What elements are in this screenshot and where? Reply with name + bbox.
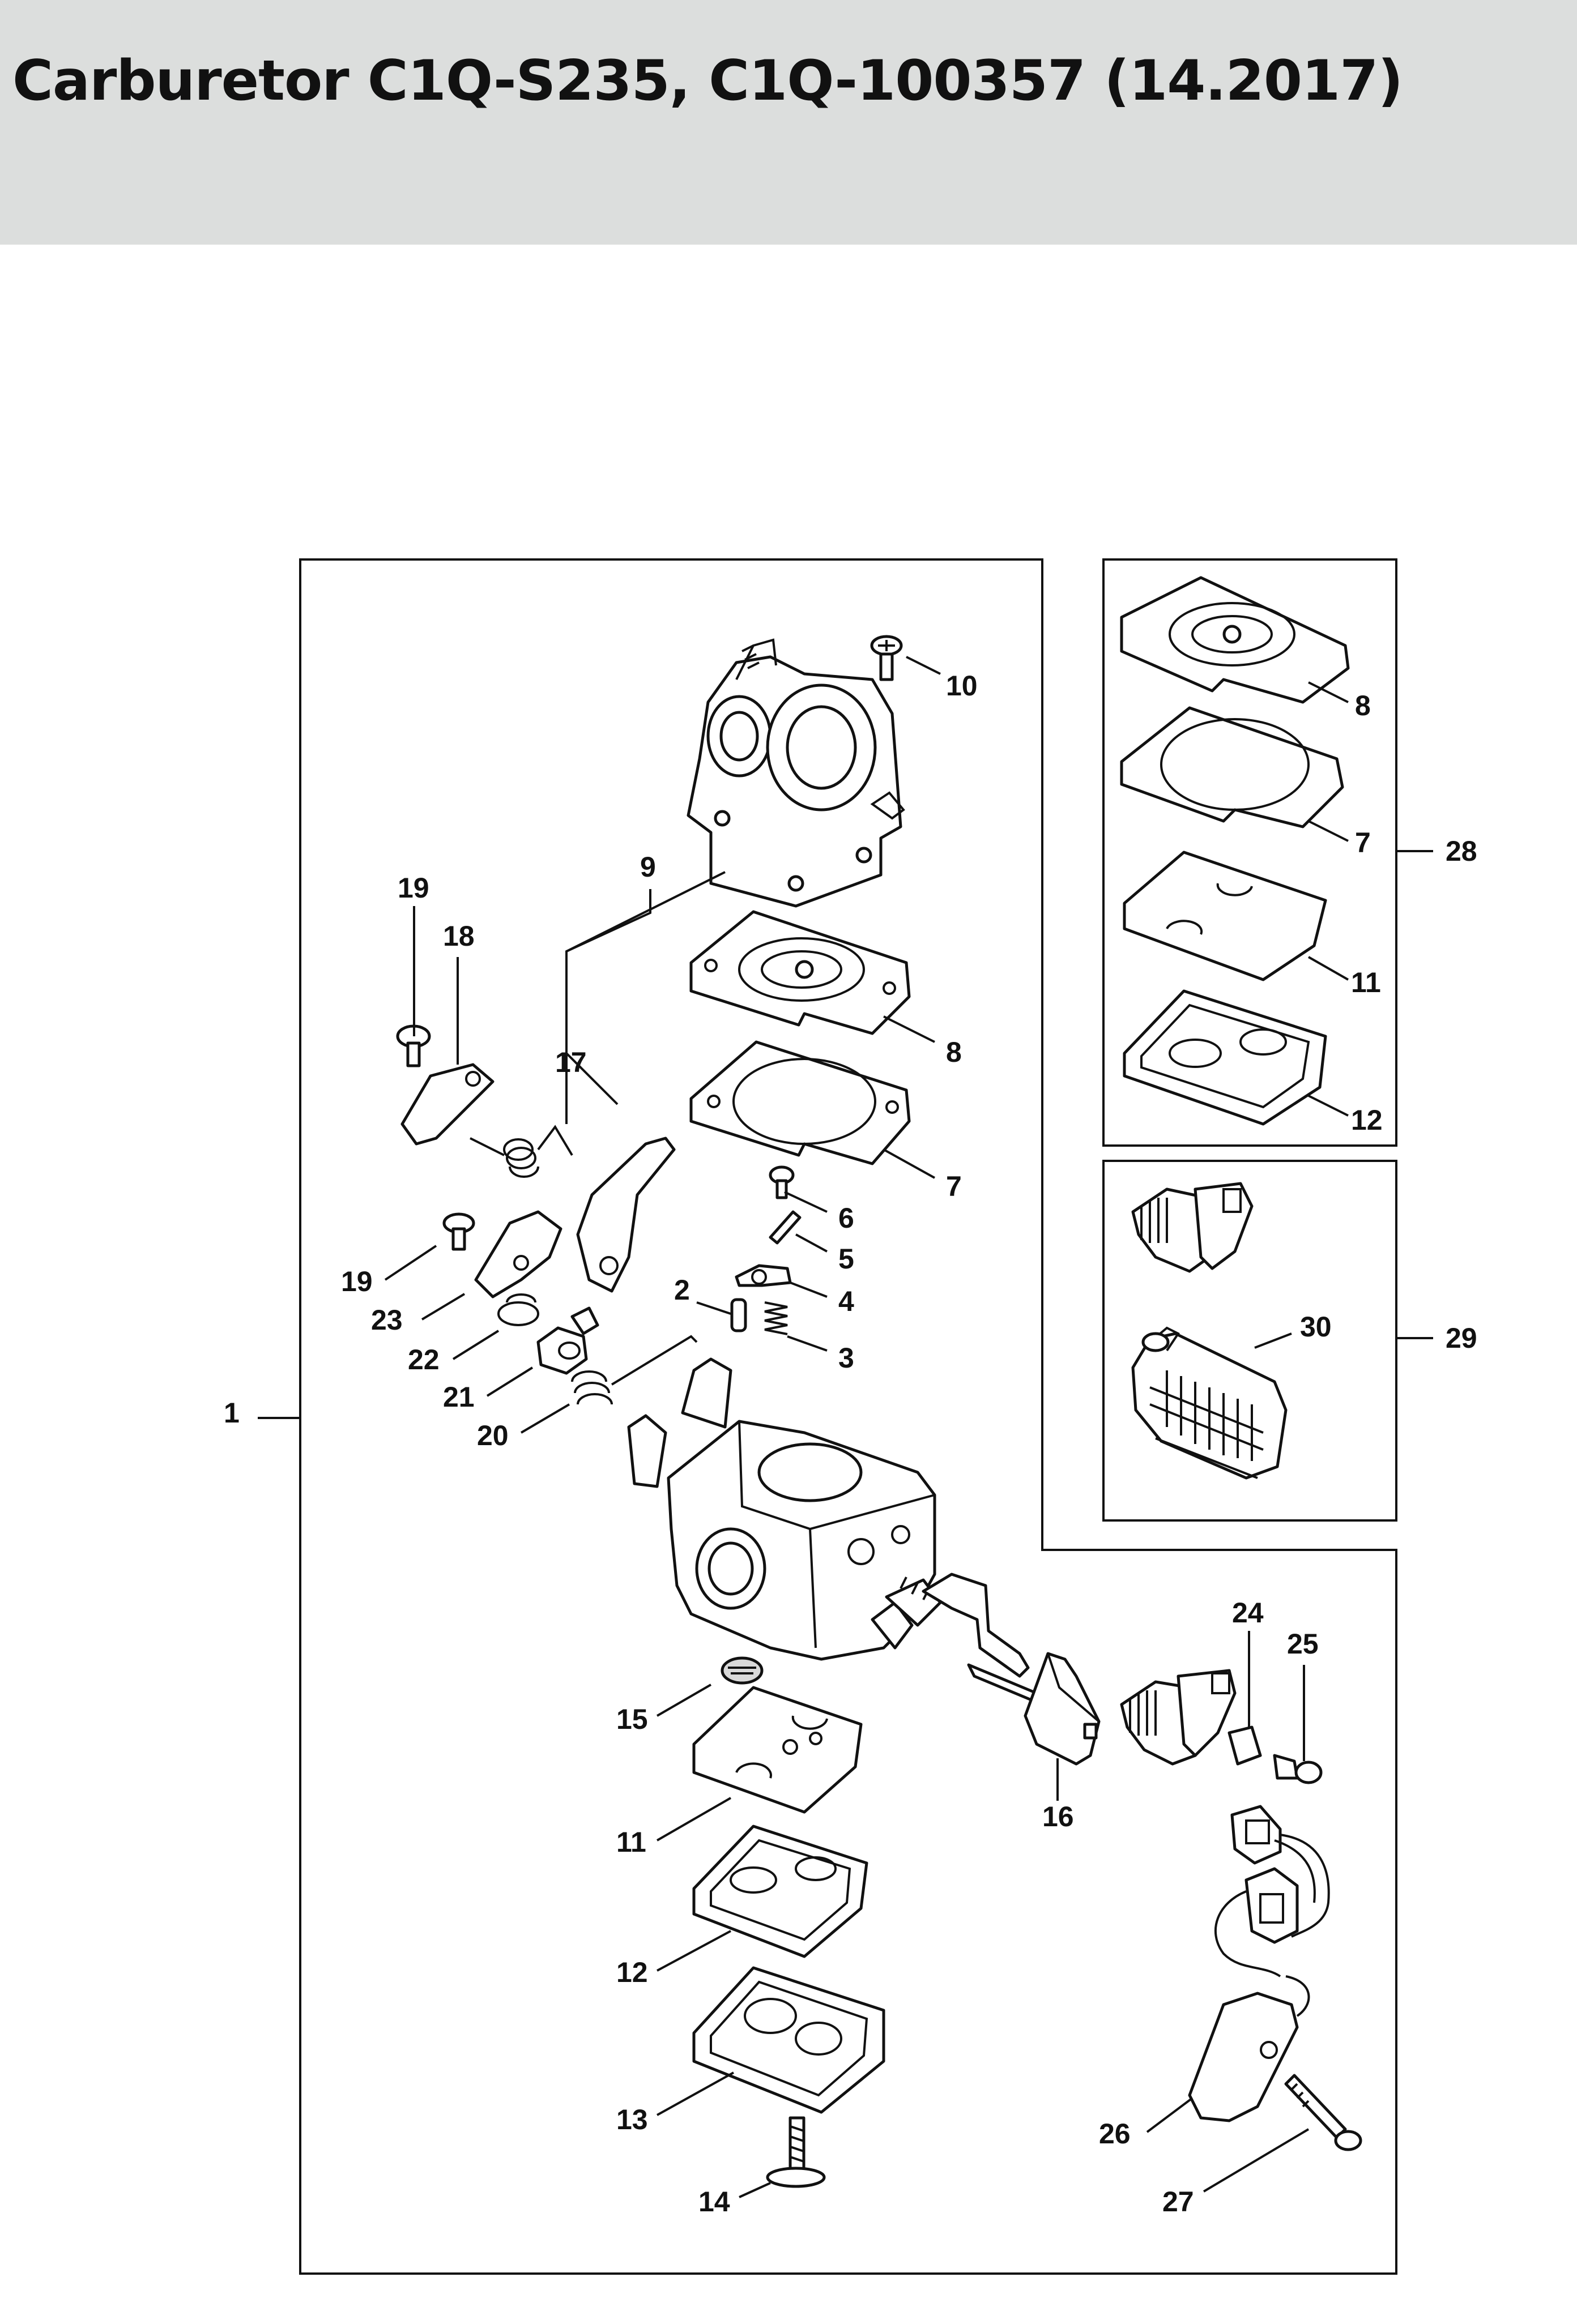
spring-part-22	[497, 1293, 540, 1326]
callout-kit28-7: 7	[1355, 827, 1371, 858]
callout-16: 16	[1042, 1801, 1074, 1832]
callout-24: 24	[1232, 1597, 1264, 1629]
callout-10: 10	[946, 670, 978, 702]
callout-kit28-8: 8	[1355, 690, 1371, 721]
gasket-part-12	[692, 1825, 868, 1958]
needle-part-2	[730, 1298, 747, 1332]
screw-part-14	[766, 2116, 826, 2188]
callout-23: 23	[371, 1304, 403, 1336]
callout-25: 25	[1287, 1628, 1319, 1660]
callout-8: 8	[946, 1036, 962, 1068]
callout-6: 6	[838, 1202, 854, 1234]
kit-29-frame	[1102, 1160, 1397, 1522]
callout-1: 1	[224, 1397, 240, 1429]
gasket-part-7	[689, 1040, 911, 1165]
screw-part-25	[1273, 1754, 1323, 1784]
bushing-part-21	[536, 1306, 599, 1375]
main-assembly-frame	[299, 558, 1397, 2275]
callout-18: 18	[443, 920, 475, 952]
screw-part-19b	[442, 1212, 475, 1251]
kit-28-gasket-7	[1120, 706, 1344, 828]
fuel-filter-part-30	[1131, 1326, 1288, 1480]
callout-29: 29	[1446, 1322, 1477, 1354]
callout-28: 28	[1446, 835, 1477, 867]
diaphragm-part-8	[689, 910, 911, 1035]
callout-4: 4	[838, 1285, 854, 1317]
callout-7: 7	[946, 1170, 962, 1202]
carburetor-body	[627, 1357, 1044, 1706]
page-title: Carburetor C1Q-S235, C1Q-100357 (14.2017…	[12, 49, 1403, 113]
callout-9: 9	[640, 851, 656, 883]
lever-part-23	[474, 1210, 562, 1298]
header-bar: Carburetor C1Q-S235, C1Q-100357 (14.2017…	[0, 0, 1577, 245]
callout-13: 13	[616, 2104, 648, 2135]
kit-28-frame	[1102, 558, 1397, 1147]
lever-part-4	[735, 1264, 792, 1287]
callout-2: 2	[674, 1274, 690, 1306]
carburetor-cover-part-9	[687, 638, 905, 908]
callout-19-top: 19	[398, 872, 429, 904]
callout-kit28-11: 11	[1351, 967, 1381, 998]
lever-part-18	[400, 1063, 495, 1146]
callout-11: 11	[616, 1826, 646, 1858]
leader-lines	[258, 656, 1433, 2198]
throttle-shaft-part	[576, 1137, 676, 1293]
callout-27: 27	[1162, 2186, 1194, 2218]
spring-part-20	[571, 1335, 698, 1405]
spring-part-17	[470, 1125, 573, 1178]
connector-part-16	[1024, 1652, 1101, 1766]
cover-plate-part-13	[692, 1966, 885, 2114]
bolt-part-27	[1284, 2074, 1362, 2151]
kit-28-diaphragm-8	[1120, 576, 1350, 704]
screw-part-10	[870, 635, 903, 681]
kit-29-solenoid-part	[1131, 1182, 1254, 1273]
callout-labels: 1 10 9 17 8 7 6 5 4 3 2 19 18 19 23 22 2…	[224, 670, 1477, 2218]
callout-21: 21	[443, 1381, 475, 1413]
callout-15: 15	[616, 1703, 648, 1735]
screw-part-6	[769, 1165, 795, 1199]
callout-5: 5	[838, 1243, 854, 1275]
kit-28-diaphragm-11	[1123, 851, 1327, 981]
callout-14: 14	[698, 2186, 730, 2218]
callout-17: 17	[555, 1046, 587, 1078]
spring-part-3	[764, 1301, 788, 1335]
filter-screen-part-15	[721, 1656, 764, 1685]
pin-part-5	[769, 1210, 802, 1245]
callout-30: 30	[1300, 1311, 1332, 1343]
callout-12: 12	[616, 1956, 648, 1988]
callout-19-bottom: 19	[341, 1266, 373, 1297]
sensor-cable-part-26	[1188, 1805, 1330, 2122]
callout-26: 26	[1099, 2118, 1131, 2150]
callout-kit28-12: 12	[1351, 1104, 1383, 1136]
callout-3: 3	[838, 1342, 854, 1374]
callout-22: 22	[408, 1344, 440, 1375]
callout-20: 20	[477, 1420, 509, 1451]
solenoid-valve-part	[1120, 1669, 1237, 1766]
kit-28-gasket-12	[1123, 989, 1327, 1126]
metering-diaphragm-part-11	[692, 1686, 863, 1814]
clip-part-24	[1227, 1725, 1262, 1766]
